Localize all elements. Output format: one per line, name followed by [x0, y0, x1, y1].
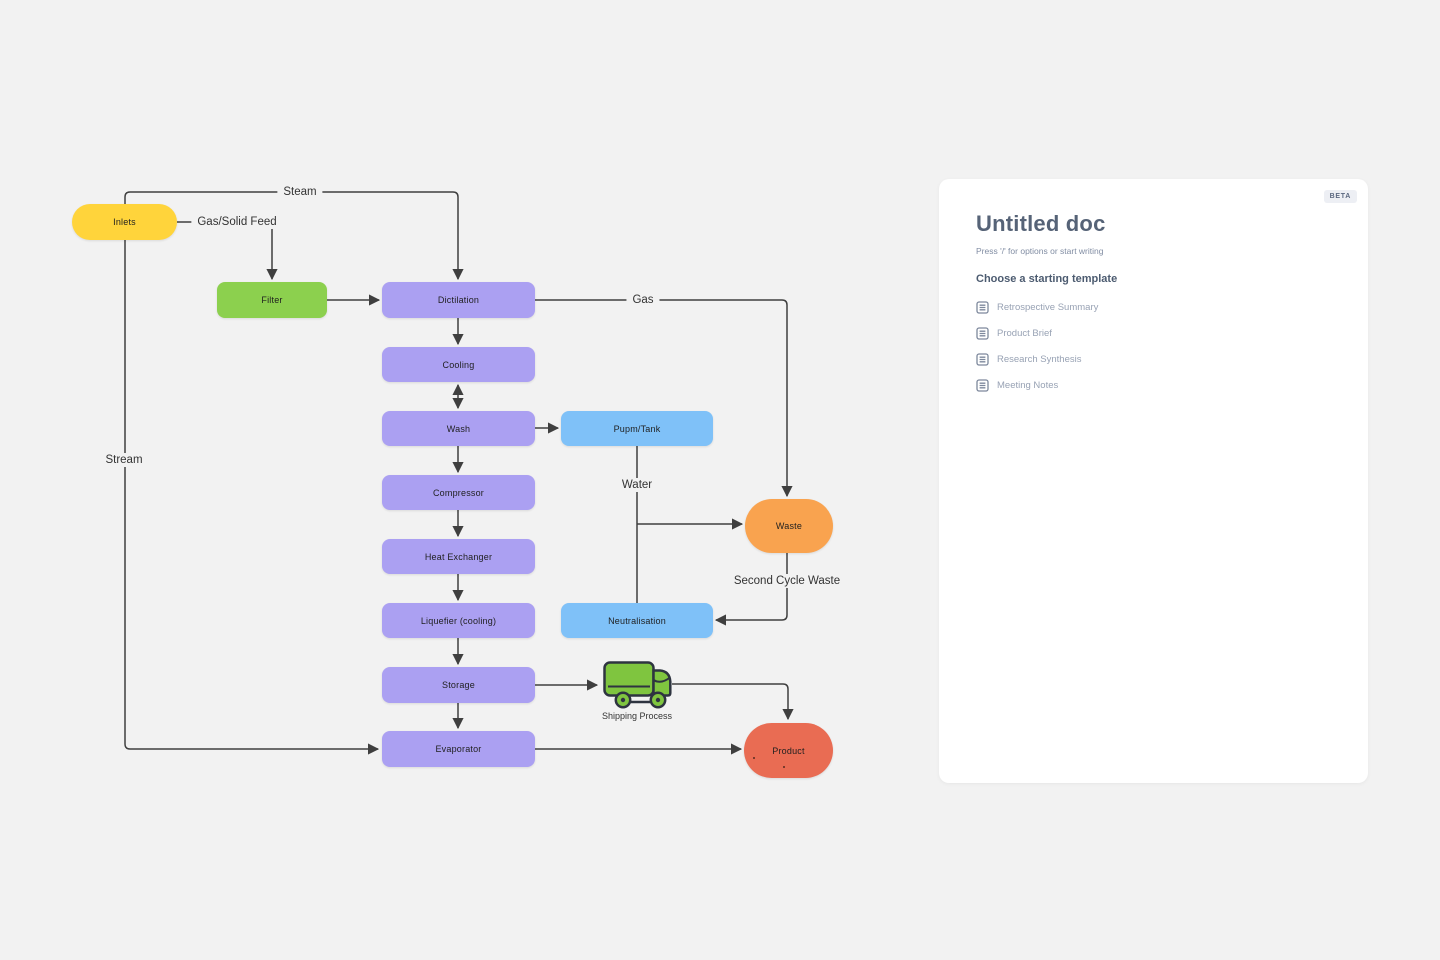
node-label: Wash [446, 423, 471, 434]
template-item-label: Product Brief [997, 327, 1052, 339]
node-storage[interactable]: Storage [382, 667, 535, 703]
node-label: Liquefier (cooling) [420, 615, 497, 626]
doc-title[interactable]: Untitled doc [976, 211, 1106, 236]
node-label: Waste [775, 521, 803, 531]
node-waste[interactable]: Waste [745, 499, 833, 553]
template-item-label: Meeting Notes [997, 379, 1059, 391]
node-product[interactable]: Product [744, 723, 833, 778]
template-item-retrospective-summary[interactable]: Retrospective Summary [976, 294, 1331, 320]
node-label: Pupm/Tank [613, 423, 661, 434]
edge-label-shipping-process[interactable]: Shipping Process [601, 711, 673, 721]
node-label: Inlets [113, 217, 136, 227]
connector-layer [124, 191, 794, 755]
template-doc-icon [976, 378, 989, 392]
node-evaporator[interactable]: Evaporator [382, 731, 535, 767]
node-label: Heat Exchanger [424, 551, 493, 562]
node-wash[interactable]: Wash [382, 411, 535, 446]
node-label: Storage [442, 680, 475, 690]
node-compressor[interactable]: Compressor [382, 475, 535, 510]
node-label: Product [772, 745, 805, 756]
template-item-label: Research Synthesis [997, 353, 1082, 365]
node-cooling[interactable]: Cooling [382, 347, 535, 382]
node-label: Neutralisation [608, 615, 666, 626]
node-filter[interactable]: Filter [217, 282, 327, 318]
edge-label-steam[interactable]: Steam [277, 185, 323, 199]
template-doc-icon [976, 326, 989, 340]
connector-truck-product[interactable] [672, 683, 794, 721]
node-label: Compressor [432, 487, 484, 498]
node-dictilation[interactable]: Dictilation [382, 282, 535, 318]
connector-gas-solid-feed[interactable] [177, 221, 278, 281]
ink-dot [753, 757, 755, 759]
node-liquefier[interactable]: Liquefier (cooling) [382, 603, 535, 638]
node-label: Cooling [442, 359, 475, 370]
connector-waste-neutralisation[interactable] [714, 553, 788, 626]
edge-label-stream[interactable]: Stream [99, 453, 149, 467]
doc-placeholder[interactable]: Press '/' for options or start writing [976, 246, 1104, 256]
connector-steam[interactable] [124, 191, 464, 281]
template-item-product-brief[interactable]: Product Brief [976, 320, 1331, 346]
node-heat-exchanger[interactable]: Heat Exchanger [382, 539, 535, 574]
template-item-label: Retrospective Summary [997, 301, 1099, 313]
node-inlets[interactable]: Inlets [72, 204, 177, 240]
template-list: Retrospective Summary Product Brief [976, 294, 1331, 398]
template-doc-icon [976, 352, 989, 366]
ink-dot [783, 766, 785, 768]
node-pump-tank[interactable]: Pupm/Tank [561, 411, 713, 446]
node-neutralisation[interactable]: Neutralisation [561, 603, 713, 638]
edge-label-water[interactable]: Water [615, 478, 659, 492]
doc-panel: BETA Untitled doc Press '/' for options … [939, 179, 1368, 783]
template-heading: Choose a starting template [976, 273, 1118, 285]
edge-label-second-cycle-waste[interactable]: Second Cycle Waste [727, 574, 847, 588]
node-label: Dictilation [437, 295, 480, 305]
edge-label-gas-solid-feed[interactable]: Gas/Solid Feed [191, 215, 283, 229]
connector-stream[interactable] [124, 240, 380, 755]
node-label: Filter [261, 295, 283, 305]
node-label: Evaporator [435, 744, 482, 754]
shipping-truck-icon[interactable] [601, 658, 673, 715]
template-item-meeting-notes[interactable]: Meeting Notes [976, 372, 1331, 398]
template-doc-icon [976, 300, 989, 314]
template-item-research-synthesis[interactable]: Research Synthesis [976, 346, 1331, 372]
edge-label-gas[interactable]: Gas [626, 293, 660, 307]
beta-badge: BETA [1323, 190, 1357, 203]
connector-gas-to-waste[interactable] [535, 299, 793, 498]
